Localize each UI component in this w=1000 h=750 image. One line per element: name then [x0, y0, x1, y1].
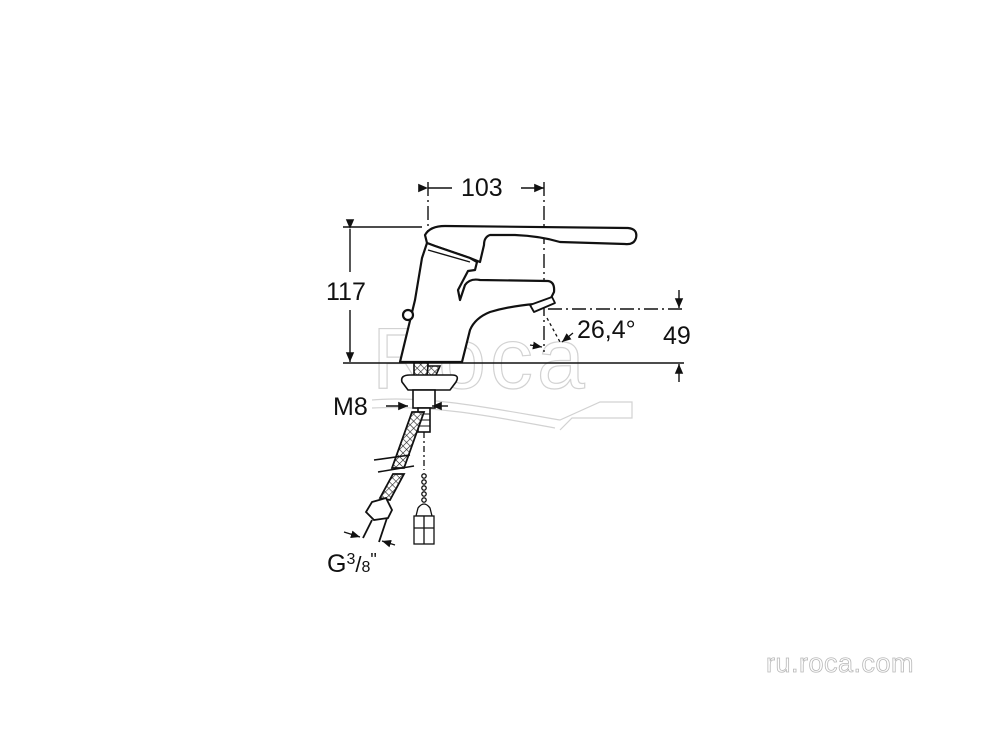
dimension-height — [343, 219, 422, 362]
connector-numerator: 3 — [346, 551, 356, 568]
connector-suffix: " — [370, 550, 377, 570]
faucet-body — [398, 224, 638, 364]
dimension-spout-height — [548, 290, 684, 382]
connector-dimension-label: G3/8" — [327, 550, 377, 578]
connector-prefix: G — [327, 550, 347, 578]
site-url-watermark: ru.roca.com — [766, 648, 915, 679]
flexible-hose — [362, 411, 426, 543]
thread-dimension-label: M8 — [333, 393, 368, 421]
connector-slash: / — [355, 552, 362, 577]
spout-height-dimension-label: 49 — [663, 322, 691, 350]
angle-dimension-label: 26,4° — [577, 316, 636, 344]
pop-up-waste-chain — [413, 432, 435, 545]
dimension-connector — [343, 530, 396, 548]
dimension-angle — [529, 317, 574, 350]
width-dimension-label: 103 — [461, 174, 503, 202]
connector-denominator: 8 — [361, 559, 371, 576]
height-dimension-label: 117 — [326, 278, 366, 306]
